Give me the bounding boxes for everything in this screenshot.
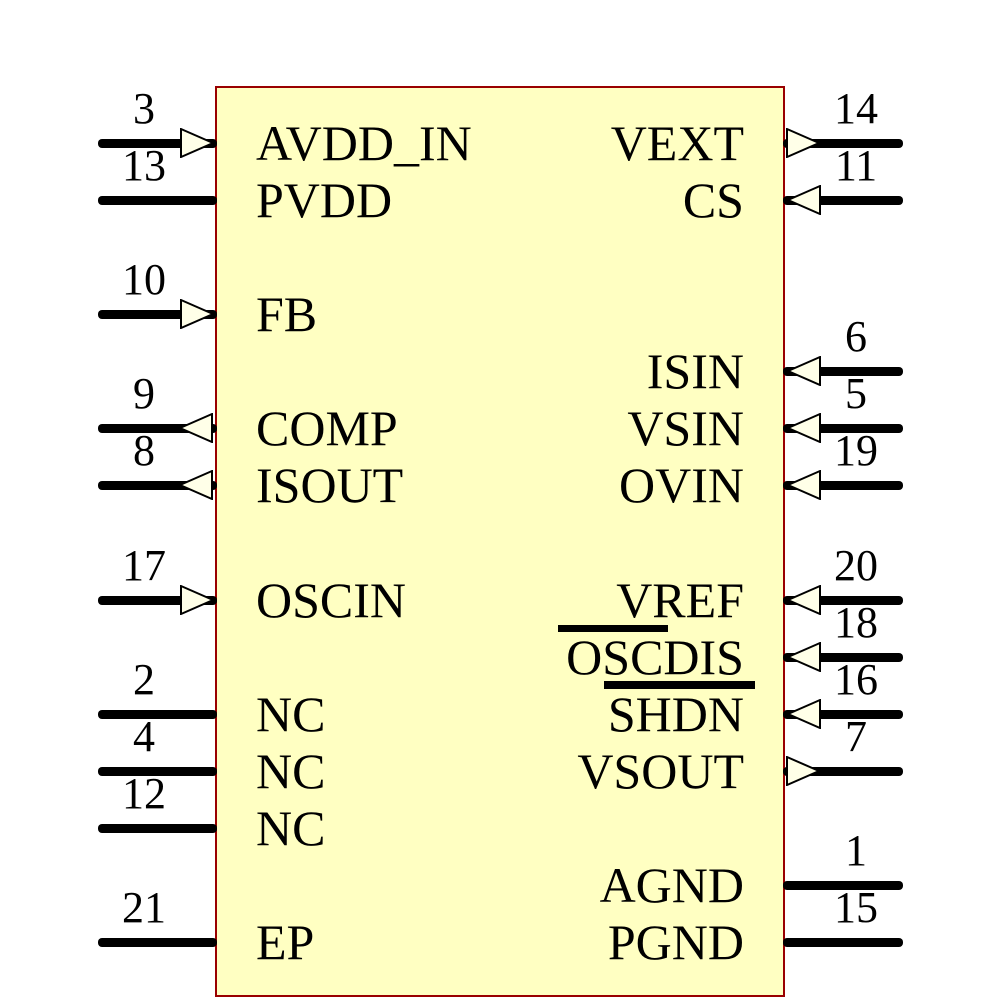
pin-number-nc-4: 4 bbox=[133, 712, 155, 761]
pin-wire-comp-9 bbox=[98, 424, 217, 433]
pin-number-oscin-17: 17 bbox=[122, 541, 166, 590]
pin-arrow-out-icon bbox=[786, 756, 820, 786]
pin-label-fb-10: FB bbox=[256, 286, 318, 342]
pin-arrow-in-icon bbox=[180, 299, 214, 329]
overline-oscdis-18 bbox=[558, 625, 668, 632]
ic-body bbox=[215, 86, 785, 997]
pin-wire-fb-10 bbox=[98, 310, 217, 319]
pin-wire-nc-12 bbox=[98, 824, 217, 833]
pin-wire-oscin-17 bbox=[98, 596, 217, 605]
pin-label-nc-12: NC bbox=[256, 800, 326, 856]
pin-label-agnd-1: AGND bbox=[599, 857, 744, 913]
pin-wire-nc-2 bbox=[98, 710, 217, 719]
pin-wire-agnd-1 bbox=[783, 881, 903, 890]
pin-wire-vext-14 bbox=[783, 139, 903, 148]
pin-wire-nc-4 bbox=[98, 767, 217, 776]
pin-label-comp-9: COMP bbox=[256, 400, 398, 456]
pin-label-shdn-16: SHDN bbox=[607, 686, 744, 742]
pin-label-vext-14: VEXT bbox=[610, 115, 744, 171]
pin-number-nc-2: 2 bbox=[133, 655, 155, 704]
pin-number-pvdd-13: 13 bbox=[122, 141, 166, 190]
pin-number-avdd-in-3: 3 bbox=[133, 84, 155, 133]
pin-arrow-out-icon bbox=[786, 128, 820, 158]
pin-number-vsin-5: 5 bbox=[845, 369, 867, 418]
pin-number-comp-9: 9 bbox=[133, 369, 155, 418]
pin-wire-avdd-in-3 bbox=[98, 139, 217, 148]
pin-wire-isout-8 bbox=[98, 481, 217, 490]
pin-arrow-in-icon bbox=[787, 699, 821, 729]
pin-label-nc-2: NC bbox=[256, 686, 326, 742]
pin-arrow-in-icon bbox=[180, 128, 214, 158]
pin-label-vsin-5: VSIN bbox=[627, 400, 744, 456]
pin-wire-oscdis-18 bbox=[783, 653, 903, 662]
pin-label-nc-4: NC bbox=[256, 743, 326, 799]
pin-label-avdd-in-3: AVDD_IN bbox=[256, 115, 472, 171]
pin-label-ep-21: EP bbox=[256, 914, 315, 970]
pin-wire-vsin-5 bbox=[783, 424, 903, 433]
pin-wire-pgnd-15 bbox=[783, 938, 903, 947]
pin-label-pvdd-13: PVDD bbox=[256, 172, 393, 228]
pin-label-ovin-19: OVIN bbox=[619, 457, 744, 513]
pin-wire-cs-11 bbox=[783, 196, 903, 205]
pin-number-cs-11: 11 bbox=[834, 141, 878, 190]
pin-arrow-in-icon bbox=[787, 185, 821, 215]
pin-label-oscin-17: OSCIN bbox=[256, 572, 407, 628]
pin-wire-vsout-7 bbox=[783, 767, 903, 776]
pin-label-oscdis-18: OSCDIS bbox=[566, 629, 744, 685]
pin-label-cs-11: CS bbox=[682, 172, 744, 228]
pin-arrow-in-icon bbox=[787, 356, 821, 386]
pin-arrow-out-icon bbox=[179, 470, 213, 500]
pin-arrow-in-icon bbox=[180, 585, 214, 615]
pin-arrow-in-icon bbox=[787, 642, 821, 672]
pin-number-isin-6: 6 bbox=[845, 312, 867, 361]
pin-wire-shdn-16 bbox=[783, 710, 903, 719]
pin-arrow-out-icon bbox=[179, 413, 213, 443]
pin-number-isout-8: 8 bbox=[133, 426, 155, 475]
pin-number-nc-12: 12 bbox=[122, 769, 166, 818]
pin-number-vsout-7: 7 bbox=[845, 712, 867, 761]
pin-arrow-in-icon bbox=[787, 413, 821, 443]
pin-number-oscdis-18: 18 bbox=[834, 598, 878, 647]
pin-label-isin-6: ISIN bbox=[646, 343, 744, 399]
pin-number-vext-14: 14 bbox=[834, 84, 878, 133]
overline-shdn-16 bbox=[604, 681, 755, 689]
pin-number-vref-20: 20 bbox=[834, 541, 878, 590]
pin-label-isout-8: ISOUT bbox=[256, 457, 404, 513]
pin-arrow-in-icon bbox=[787, 470, 821, 500]
pin-label-vref-20: VREF bbox=[616, 572, 744, 628]
pin-label-pgnd-15: PGND bbox=[607, 914, 744, 970]
pin-label-vsout-7: VSOUT bbox=[577, 743, 744, 799]
pin-wire-ep-21 bbox=[98, 938, 217, 947]
pin-number-ovin-19: 19 bbox=[834, 426, 878, 475]
pin-arrow-in-icon bbox=[787, 585, 821, 615]
pin-number-ep-21: 21 bbox=[122, 883, 166, 932]
pin-wire-isin-6 bbox=[783, 367, 903, 376]
pin-number-pgnd-15: 15 bbox=[834, 883, 878, 932]
pin-wire-pvdd-13 bbox=[98, 196, 217, 205]
pin-wire-ovin-19 bbox=[783, 481, 903, 490]
pin-number-agnd-1: 1 bbox=[845, 826, 867, 875]
pin-number-shdn-16: 16 bbox=[834, 655, 878, 704]
pin-number-fb-10: 10 bbox=[122, 255, 166, 304]
pin-wire-vref-20 bbox=[783, 596, 903, 605]
